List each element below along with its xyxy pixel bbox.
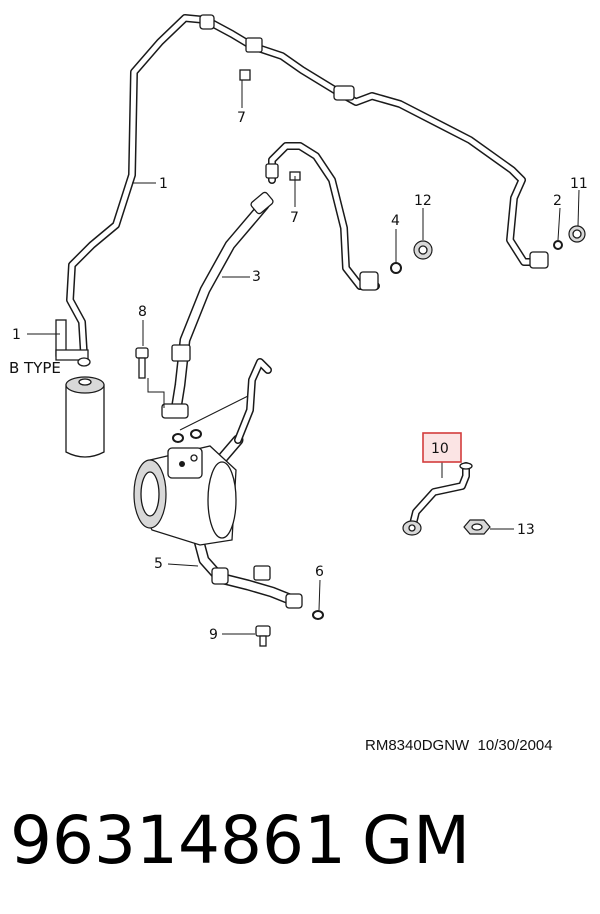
liquid-pipe — [66, 14, 544, 359]
o-ring-2 — [553, 240, 563, 250]
o-ring-b — [190, 429, 202, 439]
callout-13: 13 — [517, 522, 535, 538]
callout-1-btype: 1 — [12, 327, 21, 343]
suction-pipe — [265, 142, 433, 291]
drawing-reference: RM8340DGNW 10/30/2004 — [365, 737, 553, 754]
callout-10: 10 — [431, 441, 449, 457]
hose-bracket — [253, 565, 271, 581]
receiver-drier — [55, 319, 105, 458]
o-ring-6 — [312, 610, 324, 620]
callout-labels: 1 1 2 3 4 5 6 7 7 8 9 10 11 12 13 — [12, 110, 588, 643]
callout-5: 5 — [154, 556, 163, 572]
brand-label: GM — [362, 802, 470, 879]
callout-8: 8 — [138, 304, 147, 320]
bolt-9 — [255, 625, 271, 647]
callout-4: 4 — [391, 213, 400, 229]
leader-lines — [27, 80, 580, 635]
compressor — [133, 429, 237, 546]
callout-6: 6 — [315, 564, 324, 580]
part-number: 96314861 — [10, 802, 346, 879]
nut-13 — [463, 519, 491, 535]
callout-2: 2 — [553, 193, 562, 209]
callout-11: 11 — [570, 176, 588, 192]
pipe-part-10 — [402, 462, 473, 536]
callout-1: 1 — [159, 176, 168, 192]
variant-label: B TYPE — [9, 359, 61, 377]
callout-9: 9 — [209, 627, 218, 643]
callout-10-highlight — [422, 432, 462, 463]
callout-7-upper: 7 — [237, 110, 246, 126]
pipe-fittings — [199, 14, 586, 269]
o-ring-4 — [390, 262, 402, 274]
discharge-hose — [161, 191, 274, 419]
clip-7a — [239, 69, 251, 81]
o-ring-a — [172, 433, 184, 443]
callout-3: 3 — [252, 269, 261, 285]
callout-7-lower: 7 — [290, 210, 299, 226]
bolt-8 — [135, 347, 149, 379]
callout-12: 12 — [414, 193, 432, 209]
